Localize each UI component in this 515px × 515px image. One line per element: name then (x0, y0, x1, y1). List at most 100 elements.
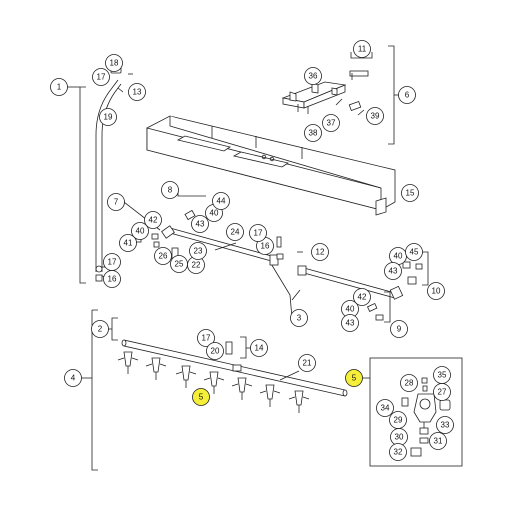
svg-text:17: 17 (202, 334, 211, 343)
svg-text:33: 33 (441, 421, 450, 430)
nozzle-1 (117, 351, 139, 374)
svg-text:42: 42 (149, 216, 158, 225)
callout-26: 26 (154, 247, 172, 265)
callout-37: 37 (322, 114, 340, 132)
callout-5-box-highlighted: 5 (345, 369, 363, 387)
callout-12: 12 (311, 243, 329, 261)
svg-text:3: 3 (297, 314, 302, 323)
spray-boom-pipe (121, 339, 348, 397)
callout-7: 7 (107, 193, 125, 211)
svg-text:31: 31 (434, 437, 443, 446)
svg-text:6: 6 (405, 91, 410, 100)
nozzle-5 (231, 377, 253, 400)
svg-text:42: 42 (358, 293, 367, 302)
callout-15: 15 (401, 184, 419, 202)
callout-3: 3 (290, 309, 308, 327)
svg-text:43: 43 (196, 220, 205, 229)
svg-text:16: 16 (108, 275, 117, 284)
main-beam (146, 115, 396, 216)
nozzle-6 (259, 384, 281, 407)
callout-13: 13 (128, 83, 146, 101)
callout-42-left: 42 (144, 211, 162, 229)
svg-text:43: 43 (346, 319, 355, 328)
svg-text:24: 24 (231, 228, 240, 237)
callout-17-left: 17 (103, 253, 121, 271)
callout-18: 18 (105, 54, 123, 72)
svg-text:17: 17 (254, 229, 263, 238)
svg-text:40: 40 (136, 227, 145, 236)
callout-21: 21 (298, 354, 316, 372)
callout-39: 39 (366, 107, 384, 125)
callout-17-top: 17 (92, 68, 110, 86)
svg-text:27: 27 (438, 388, 447, 397)
svg-text:38: 38 (309, 129, 318, 138)
svg-text:25: 25 (175, 260, 184, 269)
svg-text:35: 35 (438, 371, 447, 380)
svg-text:7: 7 (114, 198, 119, 207)
svg-text:14: 14 (255, 344, 264, 353)
svg-text:17: 17 (97, 73, 106, 82)
callout-41: 41 (119, 234, 137, 252)
callout-43-lower-right: 43 (341, 314, 359, 332)
callout-33: 33 (436, 416, 454, 434)
svg-text:29: 29 (394, 416, 403, 425)
svg-text:40: 40 (210, 209, 219, 218)
svg-text:1: 1 (57, 83, 62, 92)
callout-28: 28 (400, 374, 418, 392)
mount-bracket (281, 70, 369, 114)
callout-17-boom: 17 (197, 329, 215, 347)
svg-text:9: 9 (397, 325, 402, 334)
nozzle-exploded-view (401, 377, 451, 457)
svg-text:2: 2 (98, 325, 103, 334)
svg-text:26: 26 (159, 252, 168, 261)
svg-text:8: 8 (168, 186, 173, 195)
callout-29: 29 (389, 411, 407, 429)
svg-text:30: 30 (395, 433, 404, 442)
svg-text:4: 4 (71, 374, 76, 383)
svg-text:19: 19 (104, 113, 113, 122)
nozzle-3 (175, 365, 197, 388)
callout-31: 31 (429, 432, 447, 450)
callout-27: 27 (433, 383, 451, 401)
callout-19: 19 (99, 108, 117, 126)
callout-17-mid: 17 (249, 224, 267, 242)
left-riser-pipe (95, 62, 122, 282)
svg-text:20: 20 (211, 347, 220, 356)
svg-text:13: 13 (133, 88, 142, 97)
nozzle-row (117, 351, 310, 413)
svg-text:44: 44 (217, 197, 226, 206)
callout-43-right: 43 (384, 262, 402, 280)
svg-text:11: 11 (358, 45, 367, 54)
svg-text:10: 10 (432, 287, 441, 296)
svg-text:40: 40 (394, 252, 403, 261)
callout-2: 2 (91, 320, 109, 338)
callout-40-lower-right: 40 (341, 300, 359, 318)
svg-text:18: 18 (110, 59, 119, 68)
callout-11: 11 (353, 40, 371, 58)
svg-text:40: 40 (346, 305, 355, 314)
svg-text:22: 22 (192, 261, 201, 270)
callout-45: 45 (405, 243, 423, 261)
callout-40-left: 40 (131, 222, 149, 240)
callout-42-right: 42 (353, 288, 371, 306)
callout-32: 32 (389, 443, 407, 461)
callout-14: 14 (250, 339, 268, 357)
callout-16-left: 16 (103, 270, 121, 288)
svg-text:28: 28 (405, 379, 414, 388)
callout-9: 9 (390, 320, 408, 338)
callout-38: 38 (304, 124, 322, 142)
callout-8: 8 (161, 181, 179, 199)
svg-text:23: 23 (194, 247, 203, 256)
right-boom-assembly (297, 261, 423, 321)
nozzle-4 (203, 371, 225, 394)
svg-text:36: 36 (309, 72, 318, 81)
callout-35: 35 (433, 366, 451, 384)
svg-text:12: 12 (316, 248, 325, 257)
svg-text:32: 32 (394, 448, 403, 457)
callout-36: 36 (304, 67, 322, 85)
callout-24: 24 (226, 223, 244, 241)
callout-40-right: 40 (389, 247, 407, 265)
callout-44: 44 (212, 192, 230, 210)
nozzle-2 (145, 357, 167, 380)
